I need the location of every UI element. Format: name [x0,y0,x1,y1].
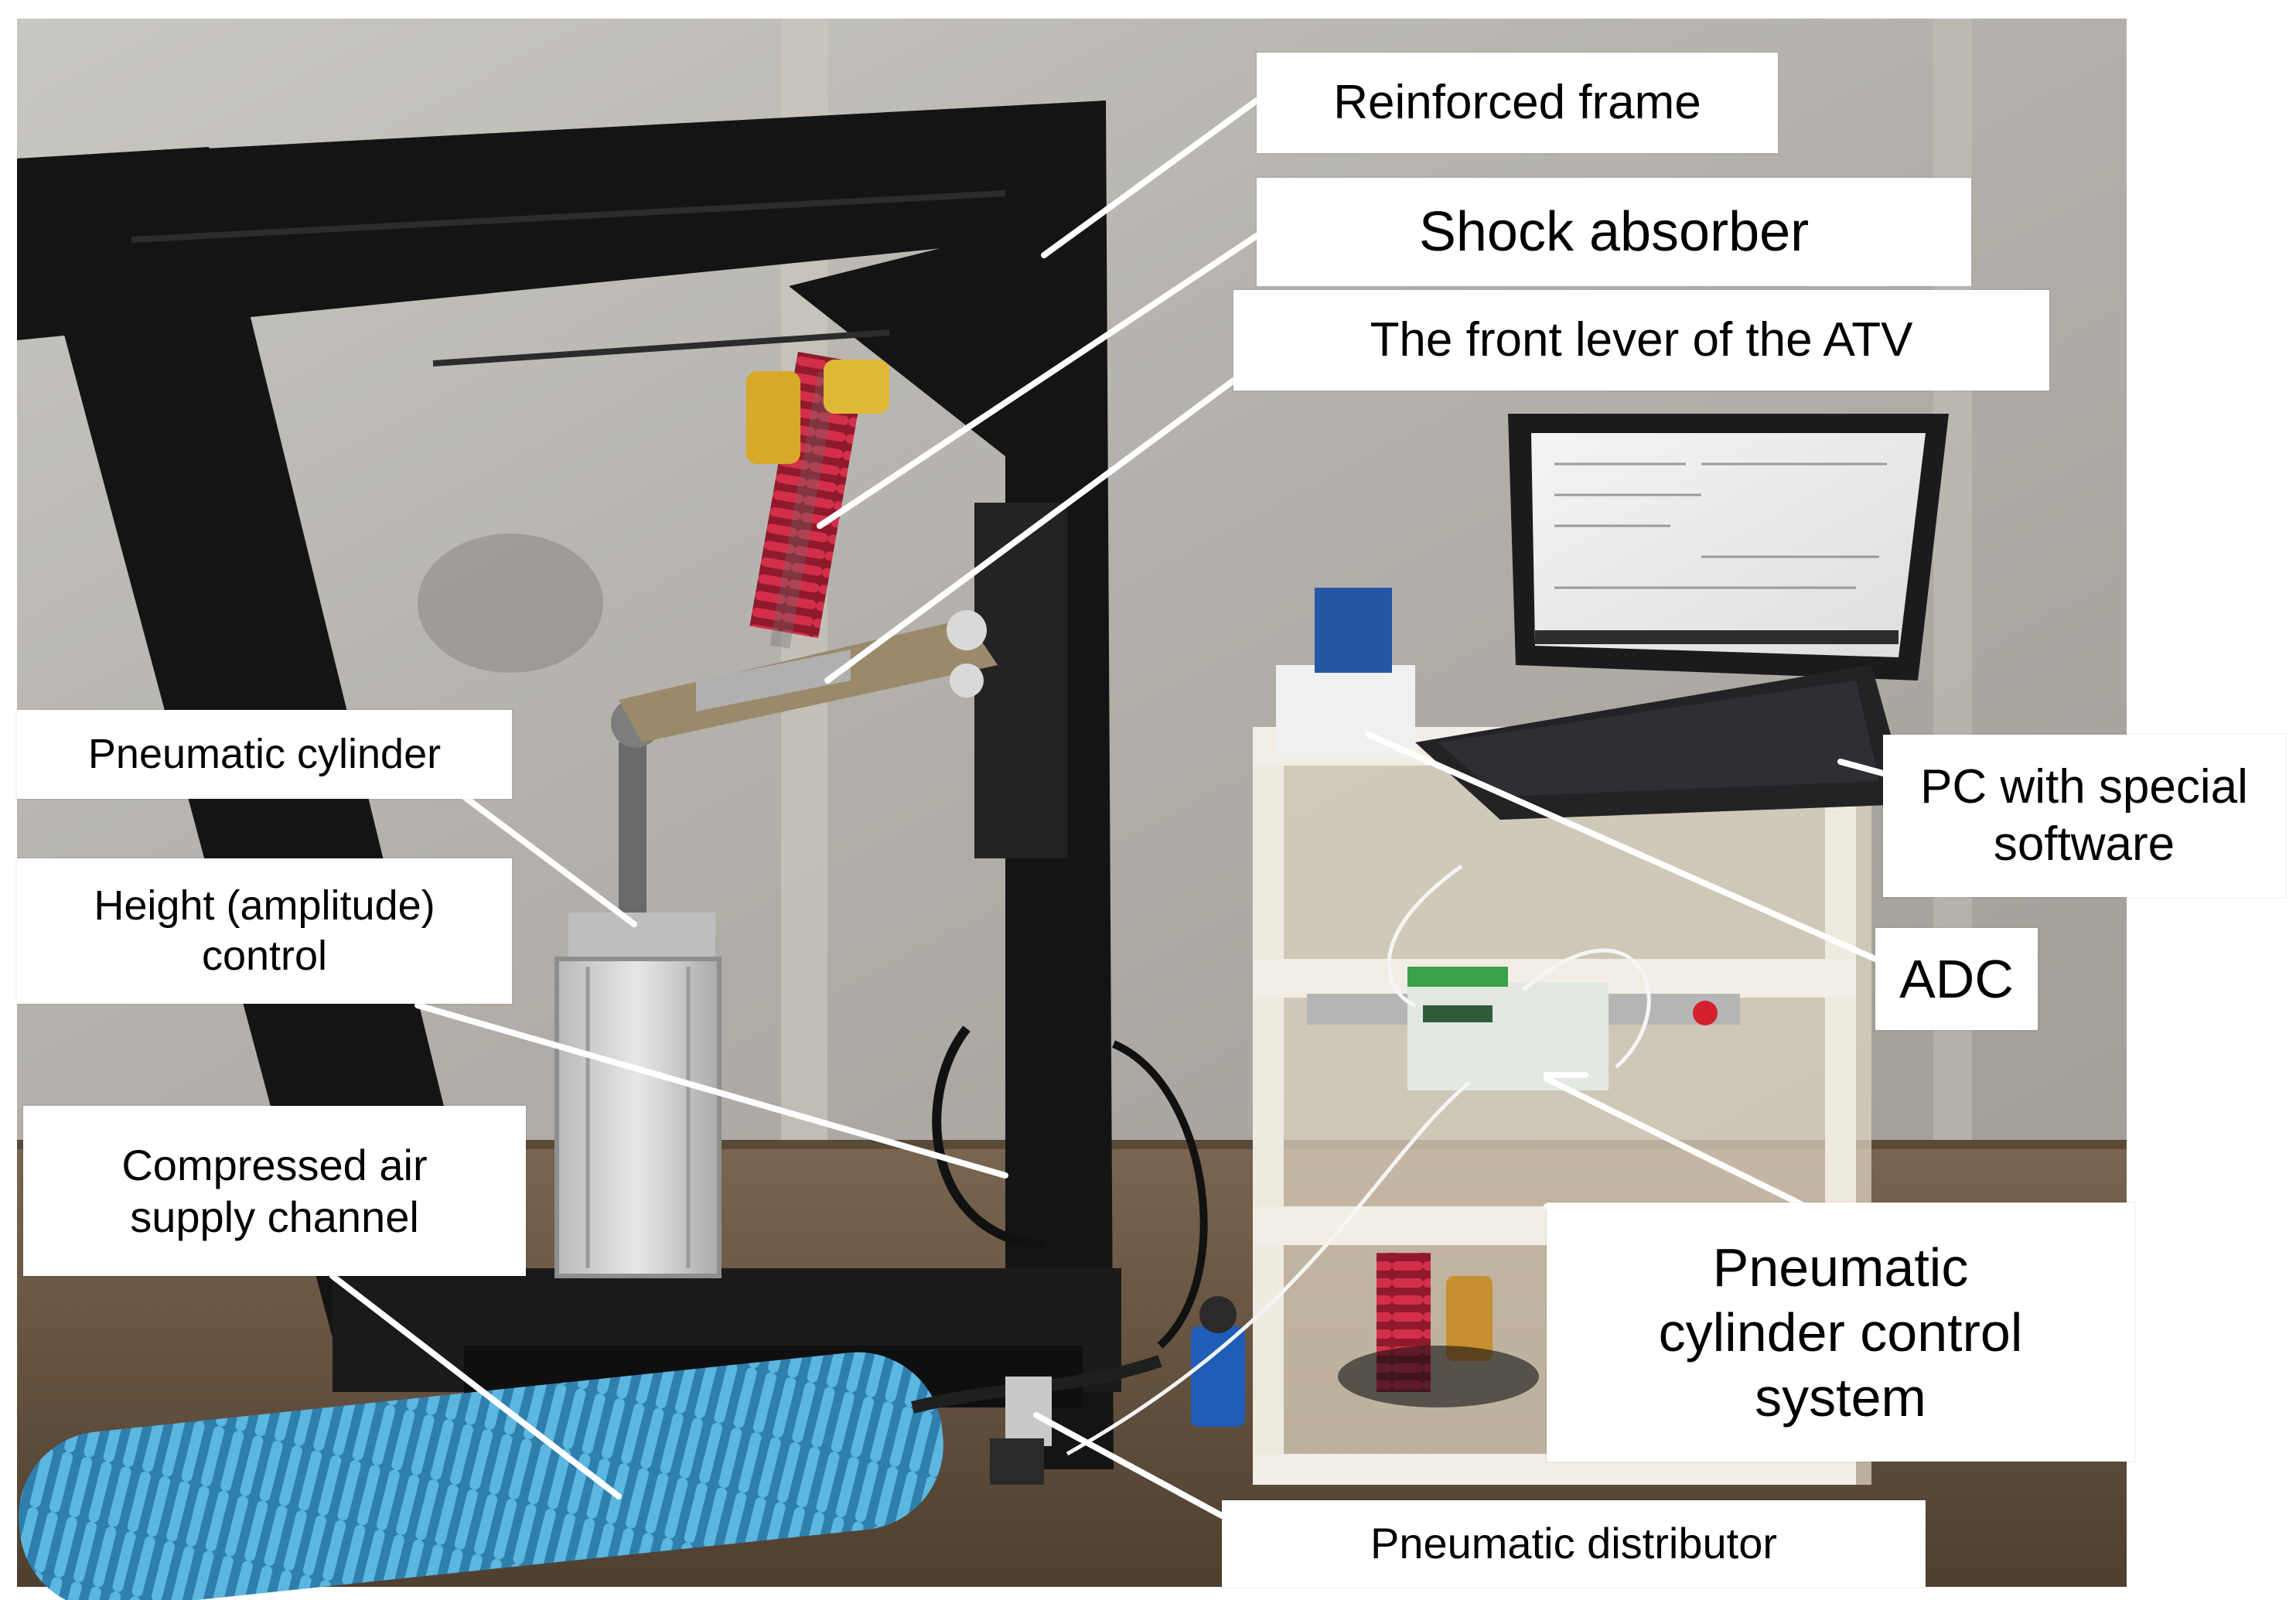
label-adc-text: ADC [1899,949,2014,1009]
label-control-system: Pneumatic cylinder control system [1547,1203,2134,1462]
label-shock-absorber: Shock absorber [1257,178,1971,286]
label-front-lever-text: The front lever of the ATV [1370,312,1913,367]
label-compressed-air: Compressed air supply channel [23,1106,526,1276]
label-reinforced-frame: Reinforced frame [1257,53,1778,153]
label-height-control: Height (amplitude) control [17,858,512,1004]
label-adc: ADC [1875,928,2038,1030]
label-shock-absorber-text: Shock absorber [1418,200,1810,263]
laptop [1415,414,1949,820]
shock-absorber [746,351,889,649]
label-reinforced-frame-text: Reinforced frame [1333,75,1701,129]
atv-front-lever [619,610,998,742]
label-pneumatic-cylinder-text: Pneumatic cylinder [87,731,442,778]
label-front-lever: The front lever of the ATV [1233,290,2049,391]
label-pneumatic-distributor-text: Pneumatic distributor [1370,1519,1777,1568]
label-pc-software-text: PC with special software [1920,759,2248,871]
pneumatic-cylinder [554,698,722,1278]
label-pneumatic-distributor: Pneumatic distributor [1222,1500,1926,1587]
label-height-control-text: Height (amplitude) control [94,882,435,979]
label-pneumatic-cylinder: Pneumatic cylinder [17,710,512,799]
pneumatic-distributor [990,1296,1245,1485]
label-pc-software: PC with special software [1883,735,2285,897]
label-control-system-text: Pneumatic cylinder control system [1658,1237,2023,1428]
label-compressed-air-text: Compressed air supply channel [121,1140,428,1241]
